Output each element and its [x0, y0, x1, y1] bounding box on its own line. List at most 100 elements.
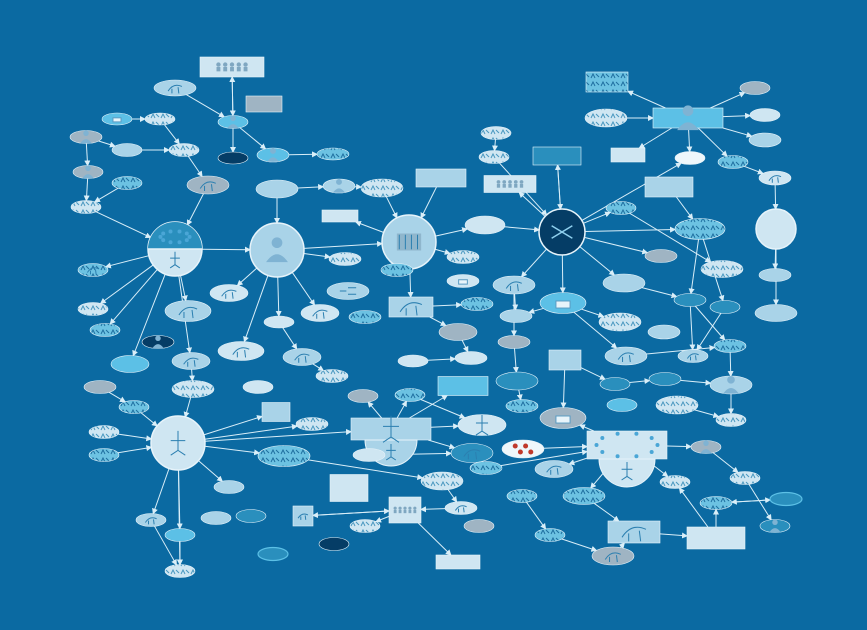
- diagram-node[interactable]: [88, 448, 120, 462]
- diagram-node[interactable]: [316, 147, 350, 161]
- diagram-node[interactable]: [607, 520, 661, 544]
- diagram-node[interactable]: [534, 460, 574, 478]
- diagram-node[interactable]: [217, 341, 265, 361]
- diagram-node[interactable]: [715, 413, 747, 427]
- diagram-node[interactable]: [602, 273, 646, 293]
- diagram-node[interactable]: [505, 399, 539, 413]
- diagram-node[interactable]: [256, 147, 290, 163]
- diagram-node[interactable]: [497, 335, 531, 349]
- diagram-node[interactable]: [101, 112, 133, 126]
- diagram-node[interactable]: [200, 511, 232, 525]
- diagram-node[interactable]: [242, 380, 274, 394]
- diagram-node[interactable]: [318, 537, 350, 551]
- diagram-node[interactable]: [673, 293, 707, 307]
- diagram-node[interactable]: [388, 296, 434, 318]
- diagram-node[interactable]: [463, 519, 495, 533]
- diagram-node[interactable]: [199, 56, 265, 78]
- diagram-node[interactable]: [506, 489, 538, 503]
- diagram-node[interactable]: [110, 355, 150, 373]
- diagram-node[interactable]: [457, 414, 507, 436]
- diagram-node[interactable]: [144, 112, 176, 126]
- diagram-node[interactable]: [460, 297, 494, 311]
- diagram-node[interactable]: [329, 474, 369, 502]
- diagram-node[interactable]: [539, 407, 587, 429]
- diagram-node[interactable]: [446, 250, 480, 264]
- diagram-node[interactable]: [300, 304, 340, 322]
- diagram-node[interactable]: [754, 304, 798, 322]
- diagram-node[interactable]: [690, 440, 722, 454]
- diagram-node[interactable]: [282, 348, 322, 366]
- diagram-node[interactable]: [659, 475, 691, 489]
- diagram-node[interactable]: [153, 79, 197, 97]
- diagram-node[interactable]: [438, 323, 478, 341]
- diagram-node[interactable]: [591, 546, 635, 566]
- diagram-node[interactable]: [532, 146, 582, 166]
- diagram-node[interactable]: [186, 175, 230, 195]
- diagram-node[interactable]: [674, 218, 726, 240]
- diagram-node[interactable]: [586, 430, 668, 488]
- diagram-node[interactable]: [261, 402, 291, 422]
- diagram-node[interactable]: [164, 300, 212, 322]
- diagram-node[interactable]: [164, 564, 196, 578]
- diagram-node[interactable]: [755, 208, 797, 250]
- diagram-node[interactable]: [348, 310, 382, 324]
- diagram-node[interactable]: [499, 309, 533, 323]
- diagram-node[interactable]: [655, 395, 699, 415]
- diagram-node[interactable]: [89, 323, 121, 337]
- diagram-node[interactable]: [478, 150, 510, 164]
- diagram-node[interactable]: [168, 143, 200, 157]
- diagram-node[interactable]: [245, 95, 283, 113]
- diagram-node[interactable]: [352, 448, 386, 462]
- diagram-node[interactable]: [674, 151, 706, 165]
- diagram-node[interactable]: [501, 439, 545, 459]
- diagram-node[interactable]: [758, 268, 792, 282]
- diagram-node[interactable]: [164, 528, 196, 542]
- diagram-node[interactable]: [315, 369, 349, 383]
- diagram-node[interactable]: [249, 222, 305, 278]
- diagram-node[interactable]: [69, 130, 103, 144]
- diagram-node[interactable]: [492, 275, 536, 295]
- diagram-node[interactable]: [263, 315, 295, 329]
- diagram-node[interactable]: [415, 168, 467, 188]
- diagram-node[interactable]: [83, 380, 117, 394]
- diagram-node[interactable]: [644, 176, 694, 198]
- diagram-node[interactable]: [454, 351, 488, 365]
- diagram-node[interactable]: [209, 284, 249, 302]
- diagram-node[interactable]: [444, 501, 478, 515]
- diagram-node[interactable]: [700, 260, 744, 278]
- diagram-node[interactable]: [598, 312, 642, 332]
- diagram-node[interactable]: [599, 377, 631, 391]
- diagram-node[interactable]: [709, 375, 753, 395]
- diagram-node[interactable]: [388, 496, 422, 524]
- diagram-node[interactable]: [213, 480, 245, 494]
- diagram-node[interactable]: [644, 249, 678, 263]
- diagram-node[interactable]: [548, 349, 582, 371]
- diagram-node[interactable]: [483, 175, 537, 193]
- diagram-node[interactable]: [72, 165, 104, 179]
- diagram-node[interactable]: [77, 302, 109, 316]
- diagram-node[interactable]: [469, 461, 503, 475]
- diagram-node[interactable]: [480, 126, 512, 140]
- diagram-node[interactable]: [610, 147, 646, 163]
- diagram-node[interactable]: [585, 71, 629, 93]
- diagram-node[interactable]: [562, 487, 606, 505]
- diagram-node[interactable]: [397, 354, 429, 368]
- diagram-node[interactable]: [118, 400, 150, 414]
- diagram-node[interactable]: [141, 335, 175, 349]
- diagram-node[interactable]: [769, 491, 803, 507]
- diagram-node[interactable]: [739, 81, 771, 95]
- diagram-node[interactable]: [328, 252, 362, 266]
- diagram-node[interactable]: [677, 349, 709, 363]
- diagram-node[interactable]: [605, 201, 637, 215]
- diagram-node[interactable]: [255, 179, 299, 199]
- diagram-node[interactable]: [321, 209, 359, 223]
- diagram-node[interactable]: [88, 425, 120, 439]
- diagram-node[interactable]: [713, 339, 747, 353]
- diagram-node[interactable]: [380, 263, 414, 277]
- diagram-node[interactable]: [171, 352, 211, 370]
- diagram-node[interactable]: [217, 115, 249, 129]
- diagram-node[interactable]: [347, 389, 379, 403]
- diagram-node[interactable]: [759, 519, 791, 533]
- diagram-node[interactable]: [699, 496, 733, 510]
- diagram-node[interactable]: [437, 376, 489, 396]
